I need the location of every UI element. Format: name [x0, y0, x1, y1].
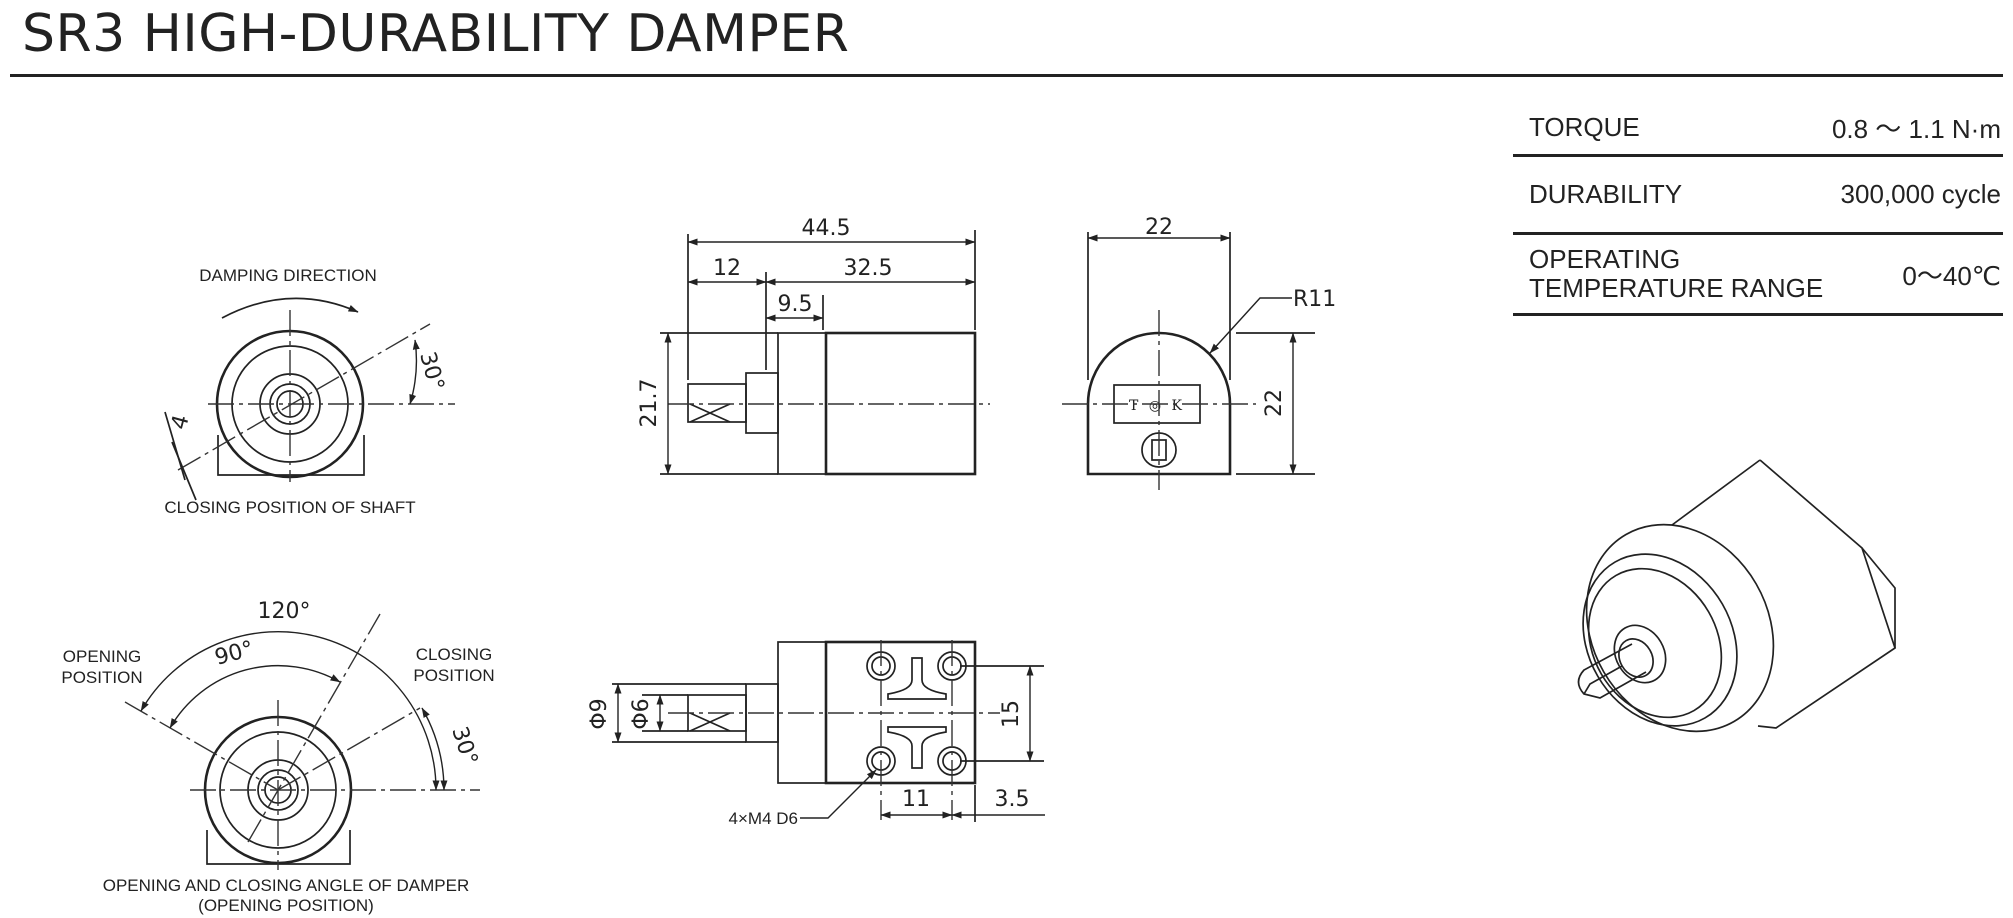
angle-90-arc	[169, 664, 341, 729]
iso-body-top	[1671, 459, 1761, 526]
opening-position-label-2: POSITION	[61, 668, 142, 687]
side-view: 44.5 12 32.5 9.5 21.7	[637, 216, 990, 476]
hole-callout-label: 4×M4 D6	[729, 809, 798, 828]
dim-shaft-dia: Φ6	[629, 698, 654, 729]
spec-row-torque: TORQUE 0.8 ～ 1.1 N·m	[1513, 100, 2003, 157]
mount-base	[217, 435, 365, 476]
iso-shaft-flat	[1583, 665, 1623, 695]
hub-outline	[745, 372, 779, 434]
shaft-axis-line	[177, 323, 431, 471]
flat-ext-1	[164, 411, 186, 481]
shaft-flat-mark	[689, 712, 731, 732]
flat-width-label: 4	[167, 412, 195, 432]
spec-label: DURABILITY	[1529, 179, 1683, 209]
page-title: SR3 HIGH-DURABILITY DAMPER	[22, 4, 850, 64]
spec-table: TORQUE 0.8 ～ 1.1 N·m DURABILITY 300,000 …	[1513, 100, 2003, 316]
iso-body-back	[1757, 459, 1897, 729]
front-view: T ◎ K 22 22 R11	[1062, 215, 1336, 490]
spec-row-durability: DURABILITY 300,000 cycle	[1513, 157, 2003, 235]
title-rule	[10, 74, 2003, 77]
dim-hole-edge: 3.5	[995, 787, 1030, 812]
spec-value: 0.8 ～ 1.1 N·m	[1831, 113, 2001, 144]
dim-body-length: 32.5	[844, 256, 893, 281]
hole-leader	[800, 769, 877, 819]
angle-30-arc	[409, 339, 420, 405]
opening-position-line	[124, 701, 279, 791]
opening-position-label-1: OPENING	[63, 647, 141, 666]
spec-value: 0～40℃	[1902, 260, 2001, 291]
iso-hub-inner	[1618, 638, 1654, 678]
dim-hole-pitch-v: 15	[999, 700, 1024, 728]
closing-position-label-2: POSITION	[413, 666, 494, 685]
closing-position-of-shaft-label: CLOSING POSITION OF SHAFT	[164, 498, 415, 517]
dim-height-side: 21.7	[637, 379, 662, 428]
damping-direction-arrow	[221, 297, 359, 319]
radius-leader	[1209, 297, 1292, 354]
spec-label: TORQUE	[1529, 111, 1640, 142]
damping-direction-label: DAMPING DIRECTION	[199, 266, 377, 285]
dim-flange-dia: Φ9	[587, 698, 612, 729]
angle-120-label: 120°	[258, 599, 311, 624]
dim-width-front: 22	[1145, 215, 1173, 240]
rib-lower	[887, 726, 947, 769]
closing-position-label-1: CLOSING	[416, 645, 493, 664]
dim-flange-length: 9.5	[778, 292, 813, 317]
angle-30-bottom-label: 30°	[446, 724, 482, 769]
dim-hole-pitch-h: 11	[902, 787, 930, 812]
angle-view: 120° 90° 30° OPENING POSITION CLOSING PO…	[61, 599, 494, 915]
angle-90-label: 90°	[212, 637, 256, 671]
flat-ext-2	[171, 441, 197, 501]
iso-flange-inner	[1587, 567, 1723, 719]
logo-text: T ◎ K	[1129, 398, 1185, 414]
iso-hub-outer	[1613, 624, 1667, 684]
body-outline	[1086, 331, 1232, 476]
angle-30-top-label: 30°	[414, 349, 448, 393]
angle-caption-2: (OPENING POSITION)	[198, 896, 374, 915]
dim-radius: R11	[1293, 287, 1336, 312]
bottom-view: Φ9 Φ6 15 11 3.5 4×M4 D6	[587, 640, 1045, 828]
isometric-view	[1577, 459, 1897, 733]
angle-30-arc	[421, 707, 448, 791]
dim-height-front: 22	[1262, 389, 1287, 417]
spec-value: 300,000 cycle	[1840, 179, 2001, 209]
dim-total-length: 44.5	[802, 216, 851, 241]
rib-upper	[887, 657, 947, 700]
iso-body-edge	[1861, 547, 1896, 648]
angle-caption-1: OPENING AND CLOSING ANGLE OF DAMPER	[103, 876, 470, 895]
closing-position-view: DAMPING DIRECTION 30° 4 CLOSING POSITION…	[164, 266, 455, 517]
spec-label: OPERATING TEMPERATURE RANGE	[1529, 244, 1824, 303]
shaft-outline	[687, 383, 747, 423]
spec-row-temperature: OPERATING TEMPERATURE RANGE 0～40℃	[1513, 235, 2003, 316]
dim-shaft-length: 12	[713, 256, 741, 281]
iso-flange-outer	[1582, 553, 1738, 727]
angle-120-arc	[140, 631, 440, 791]
iso-body-face	[1585, 523, 1775, 733]
shaft-flat-mark	[689, 403, 731, 423]
